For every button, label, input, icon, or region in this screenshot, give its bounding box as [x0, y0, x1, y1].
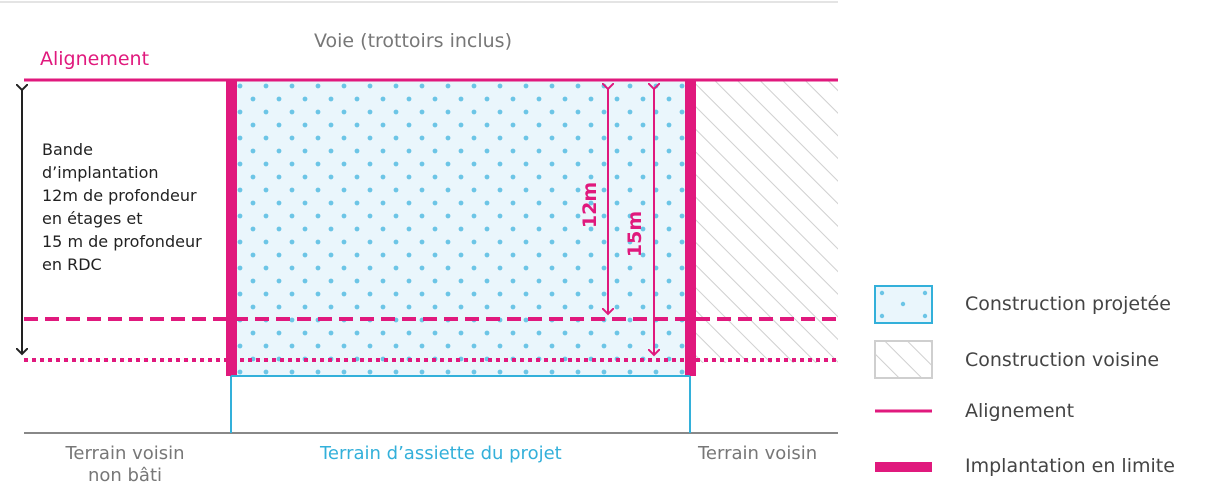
legend-label-neighbour: Construction voisine: [965, 349, 1160, 371]
band-label: Bande d’implantation 12m de profondeur e…: [42, 138, 202, 276]
right-boundary-wall: [685, 80, 696, 376]
band-label-line: en étages et: [42, 209, 143, 228]
depth-15m-label: 15m: [624, 210, 647, 258]
legend-label-implantation: Implantation en limite: [965, 455, 1175, 477]
terrain-left-line: non bâti: [87, 465, 163, 486]
neighbour-construction-area: [696, 80, 838, 363]
legend-label-projected: Construction projetée: [965, 293, 1171, 315]
band-label-line: d’implantation: [42, 163, 159, 182]
legend-label-alignment: Alignement: [965, 400, 1075, 422]
thick-pink-line-icon: [875, 462, 932, 472]
depth-12m-label: 12m: [579, 181, 602, 229]
projected-construction-area: [231, 80, 690, 375]
legend-icons: [874, 285, 933, 472]
terrain-left-line: Terrain voisin: [65, 443, 185, 464]
band-label-line: 12m de profondeur: [42, 186, 197, 205]
hatched-grey-square-icon: [874, 340, 933, 379]
band-label-line: Bande: [42, 140, 93, 159]
alignment-label: Alignement: [40, 48, 150, 70]
street-label: Voie (trottoirs inclus): [314, 30, 512, 52]
terrain-right-label: Terrain voisin: [698, 443, 818, 464]
band-label-line: 15 m de profondeur: [42, 232, 202, 251]
terrain-center-label: Terrain d’assiette du projet: [320, 443, 562, 464]
left-boundary-wall: [226, 80, 237, 376]
terrain-left-label: Terrain voisin non bâti: [52, 443, 198, 487]
band-label-line: en RDC: [42, 255, 102, 274]
